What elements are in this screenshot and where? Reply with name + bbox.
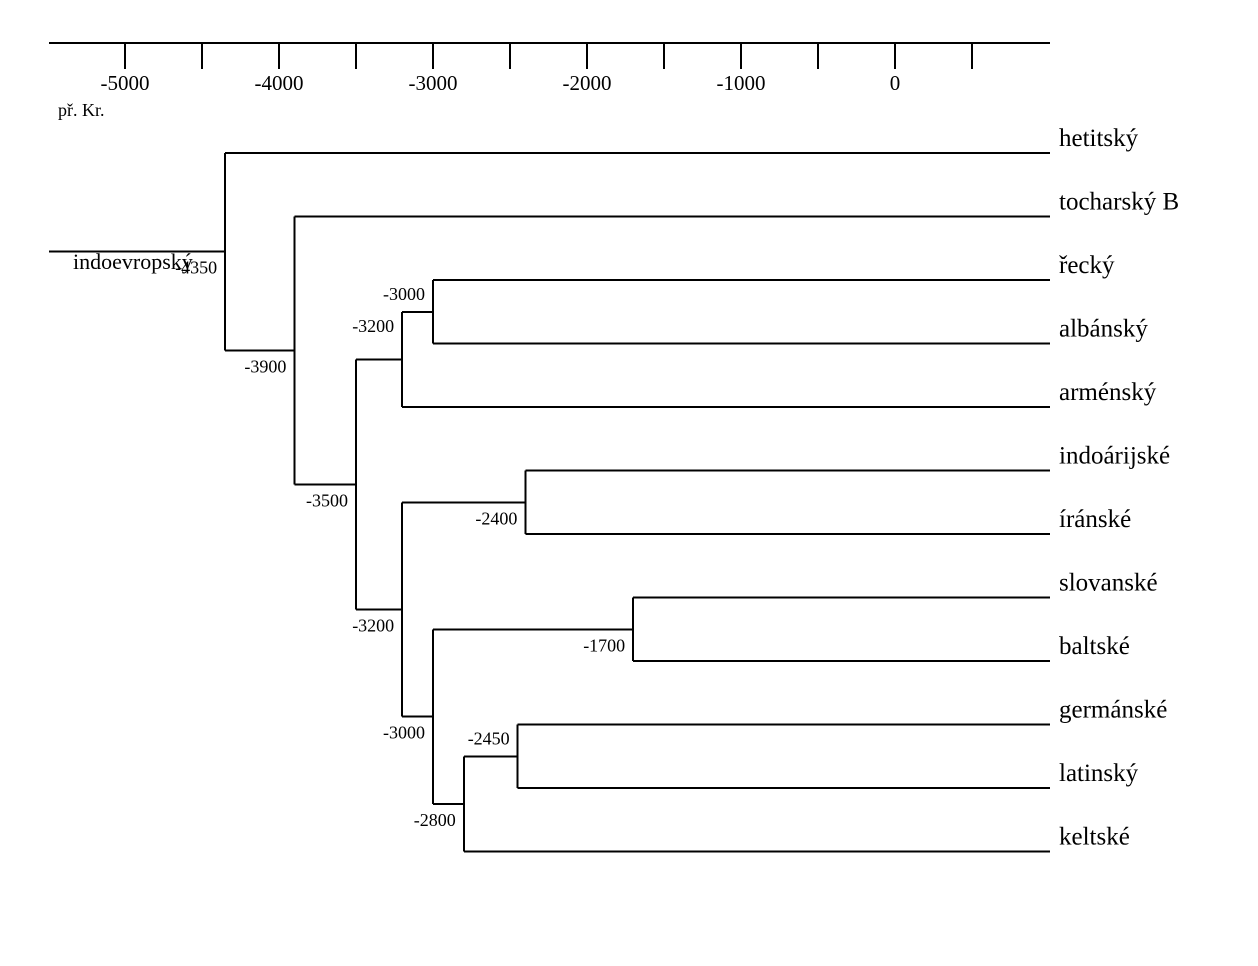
language-label: íránské (1059, 506, 1131, 533)
node-date-labels: -3000 -3200 -2400 -1700 -2450 -2800 -3000 -3200… (175, 258, 625, 830)
language-label: tocharský B (1059, 189, 1179, 216)
time-axis: -5000 -4000 -3000 -2000 -1000 0 př. Kr. (49, 42, 1050, 120)
node-date-label: -1700 (583, 635, 625, 655)
language-label: baltské (1059, 633, 1130, 660)
language-label: indoárijské (1059, 443, 1170, 470)
axis-tick-label: -2000 (563, 71, 612, 95)
node-date-label: -3000 (383, 723, 425, 743)
language-label: latinský (1059, 760, 1139, 787)
axis-tick-label: 0 (890, 71, 901, 95)
time-axis-tick-labels: -5000 -4000 -3000 -2000 -1000 0 (101, 71, 901, 95)
root-label: indoevropský (73, 249, 193, 274)
node-date-label: -3200 (352, 316, 394, 336)
language-label: germánské (1059, 697, 1167, 724)
axis-tick-label: -1000 (717, 71, 766, 95)
language-labels: hetitský tocharský B řecký albánský arménský… (1059, 125, 1179, 851)
axis-tick-label: -4000 (255, 71, 304, 95)
axis-tick-label: -3000 (409, 71, 458, 95)
language-label: řecký (1059, 252, 1115, 279)
language-label: hetitský (1059, 125, 1139, 152)
language-label: slovanské (1059, 570, 1158, 597)
node-date-label: -3900 (244, 356, 286, 376)
tree-branches (49, 152, 1050, 853)
node-date-label: -3000 (383, 284, 425, 304)
era-label: př. Kr. (58, 100, 105, 120)
node-date-label: -3200 (352, 615, 394, 635)
node-date-label: -4350 (175, 258, 217, 278)
node-date-label: -3500 (306, 490, 348, 510)
node-date-label: -2800 (414, 810, 456, 830)
node-date-label: -2400 (475, 508, 517, 528)
axis-tick-label: -5000 (101, 71, 150, 95)
language-label: keltské (1059, 824, 1130, 851)
language-label: albánský (1059, 316, 1148, 343)
node-date-label: -2450 (468, 729, 510, 749)
language-label: arménský (1059, 379, 1157, 406)
time-axis-ticks (124, 43, 973, 69)
